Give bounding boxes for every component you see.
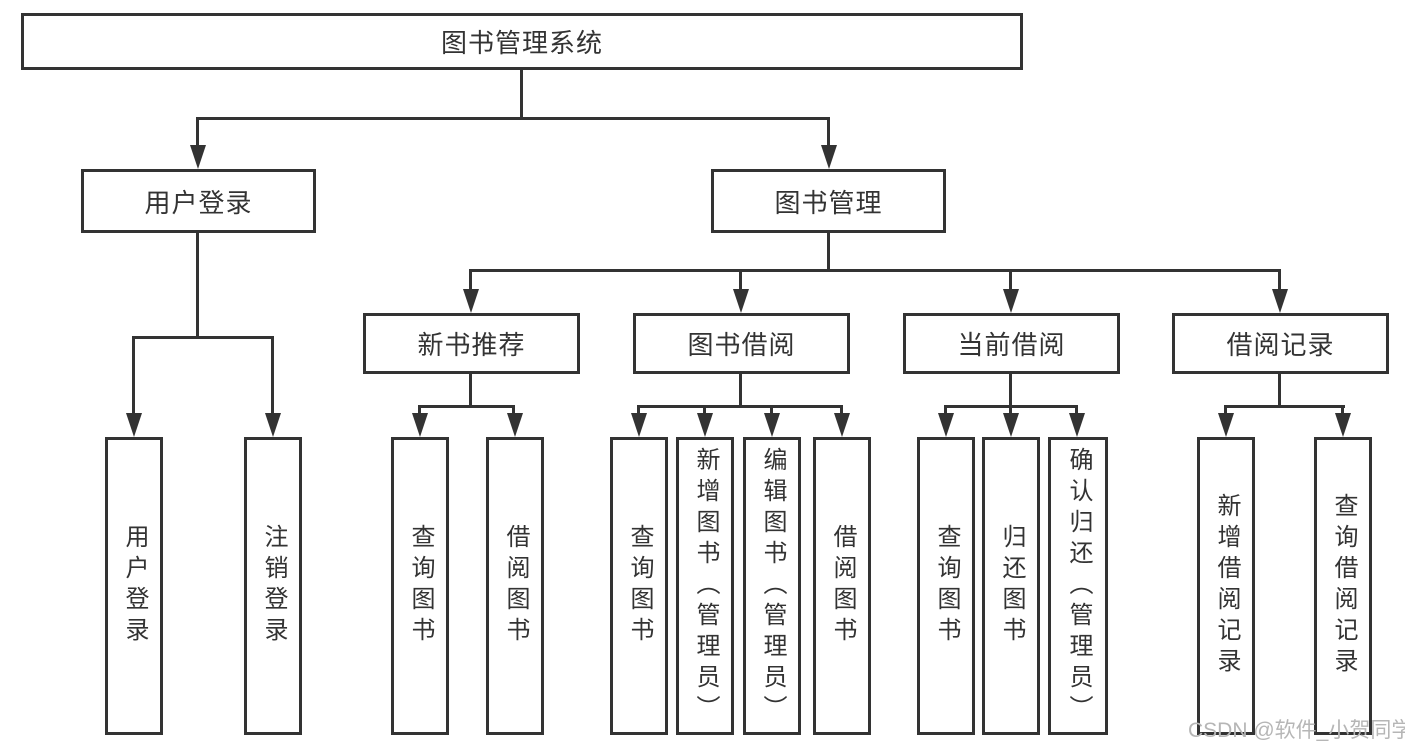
arrowhead-down-icon: [463, 289, 479, 313]
connector-records-trunk: [1278, 374, 1281, 407]
connector-root-stub-left: [196, 117, 199, 148]
node-user-login: 用户登录: [81, 169, 316, 233]
connector-recommend-trunk: [469, 374, 472, 407]
arrowhead-down-icon: [764, 413, 780, 437]
connector-user-login-stub-right: [271, 336, 274, 415]
connector-current-stub-1: [944, 405, 947, 416]
connector-book-mgmt-stub-1: [469, 269, 472, 291]
connector-current-stub-2: [1009, 405, 1012, 416]
arrowhead-down-icon: [821, 145, 837, 169]
arrowhead-down-icon: [834, 413, 850, 437]
node-book-management: 图书管理: [711, 169, 946, 233]
connector-root-stub-right: [827, 117, 830, 148]
connector-borrowing-stub-2: [703, 405, 706, 416]
leaf-borrow-books-recommend: 借阅图书: [486, 437, 544, 735]
connector-user-login-horizontal: [132, 336, 273, 339]
connector-records-stub-1: [1224, 405, 1227, 416]
node-current-borrowing: 当前借阅: [903, 313, 1120, 374]
arrowhead-down-icon: [631, 413, 647, 437]
arrowhead-down-icon: [733, 289, 749, 313]
connector-user-login-trunk: [196, 233, 199, 338]
leaf-query-borrow-record: 查询借阅记录: [1314, 437, 1372, 735]
leaf-add-borrow-record: 新增借阅记录: [1197, 437, 1255, 735]
arrowhead-down-icon: [265, 413, 281, 437]
leaf-query-books-borrowing: 查询图书: [610, 437, 668, 735]
node-library-management-system: 图书管理系统: [21, 13, 1023, 70]
leaf-query-books-current: 查询图书: [917, 437, 975, 735]
leaf-edit-book-admin: 编辑图书（管理员）: [743, 437, 801, 735]
node-book-borrowing: 图书借阅: [633, 313, 850, 374]
arrowhead-down-icon: [1272, 289, 1288, 313]
leaf-logout: 注销登录: [244, 437, 302, 735]
connector-book-mgmt-trunk: [827, 233, 830, 272]
arrowhead-down-icon: [1218, 413, 1234, 437]
leaf-confirm-return-admin: 确认归还（管理员）: [1048, 437, 1108, 735]
connector-borrowing-stub-1: [637, 405, 640, 416]
arrowhead-down-icon: [190, 145, 206, 169]
connector-root-horizontal: [196, 117, 830, 120]
leaf-add-book-admin: 新增图书（管理员）: [676, 437, 734, 735]
connector-book-mgmt-horizontal: [469, 269, 1281, 272]
connector-recommend-stub-2: [512, 405, 515, 416]
connector-records-stub-2: [1341, 405, 1344, 416]
leaf-borrow-books-borrowing: 借阅图书: [813, 437, 871, 735]
connector-borrowing-stub-4: [840, 405, 843, 416]
connector-book-mgmt-stub-2: [739, 269, 742, 291]
node-borrowing-records: 借阅记录: [1172, 313, 1389, 374]
arrowhead-down-icon: [1003, 413, 1019, 437]
arrowhead-down-icon: [697, 413, 713, 437]
connector-borrowing-stub-3: [770, 405, 773, 416]
connector-root-trunk: [520, 70, 523, 118]
leaf-query-books-recommend: 查询图书: [391, 437, 449, 735]
connector-book-mgmt-stub-4: [1278, 269, 1281, 291]
arrowhead-down-icon: [1003, 289, 1019, 313]
connector-records-horizontal: [1224, 405, 1345, 408]
connector-borrowing-trunk: [739, 374, 742, 407]
connector-borrowing-horizontal: [637, 405, 843, 408]
leaf-user-login: 用户登录: [105, 437, 163, 735]
csdn-watermark: CSDN @软件_小贺同学: [1188, 719, 1405, 742]
connector-book-mgmt-stub-3: [1009, 269, 1012, 291]
connector-user-login-stub-left: [132, 336, 135, 415]
arrowhead-down-icon: [412, 413, 428, 437]
arrowhead-down-icon: [938, 413, 954, 437]
arrowhead-down-icon: [1335, 413, 1351, 437]
arrowhead-down-icon: [1069, 413, 1085, 437]
node-new-book-recommendation: 新书推荐: [363, 313, 580, 374]
arrowhead-down-icon: [507, 413, 523, 437]
arrowhead-down-icon: [126, 413, 142, 437]
connector-current-trunk: [1009, 374, 1012, 407]
connector-recommend-horizontal: [418, 405, 515, 408]
connector-recommend-stub-1: [418, 405, 421, 416]
leaf-return-book: 归还图书: [982, 437, 1040, 735]
connector-current-stub-3: [1075, 405, 1078, 416]
